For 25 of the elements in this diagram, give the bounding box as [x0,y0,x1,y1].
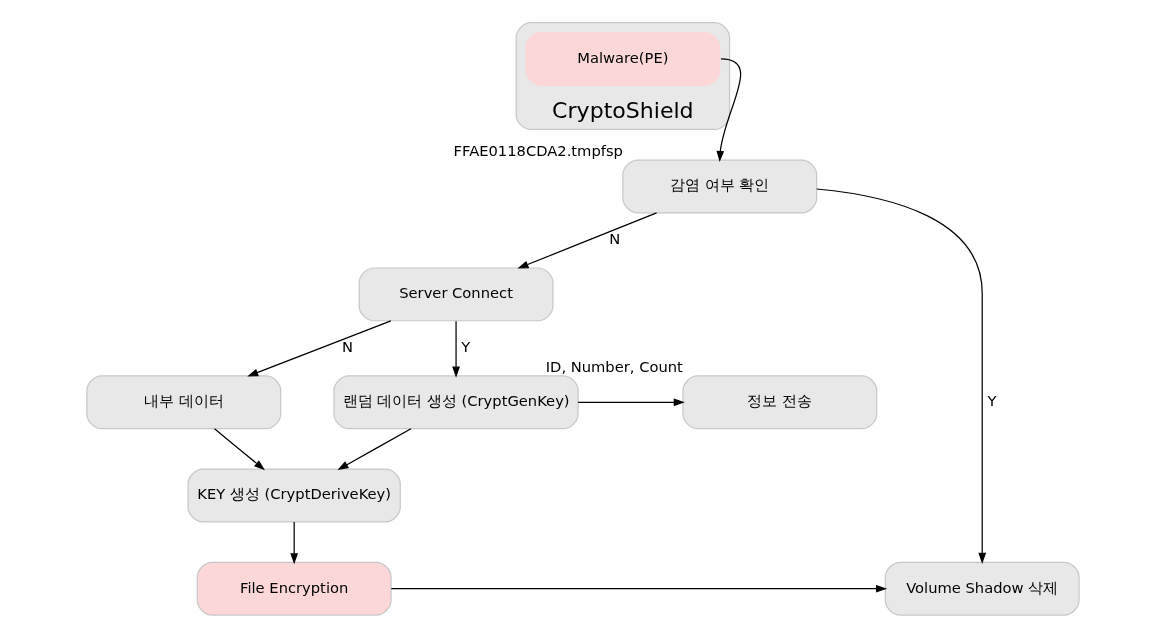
arrow [337,428,412,471]
node-label: FFAE0118CDA2.tmpfsp [453,141,623,159]
node-box: 내부 데이터 [86,375,282,430]
arrow [213,428,266,471]
edge-label: N [609,230,621,248]
node-box: Server Connect [358,267,554,322]
node-box: Volume Shadow 삭제 [884,561,1080,616]
arrow [577,398,685,407]
arrow [247,320,392,377]
node-box: 정보 전송 [682,375,878,430]
edge-label: Y [461,338,471,356]
edge-label: Y [987,392,997,410]
node-label: ID, Number, Count [545,357,683,375]
arrow [816,188,987,564]
arrow [716,58,742,162]
edge-label: N [342,338,354,356]
node-box: Malware(PE) [525,31,721,86]
node-box: 랜덤 데이터 생성 (CryptGenKey) [333,375,579,430]
node-box: 감염 여부 확인 [622,159,818,214]
arrow [290,521,299,565]
arrow [517,212,658,269]
node-box: File Encryption [196,561,392,616]
arrow [390,584,888,593]
arrow [452,320,460,378]
node-box: KEY 생성 (CryptDeriveKey) [187,468,401,523]
